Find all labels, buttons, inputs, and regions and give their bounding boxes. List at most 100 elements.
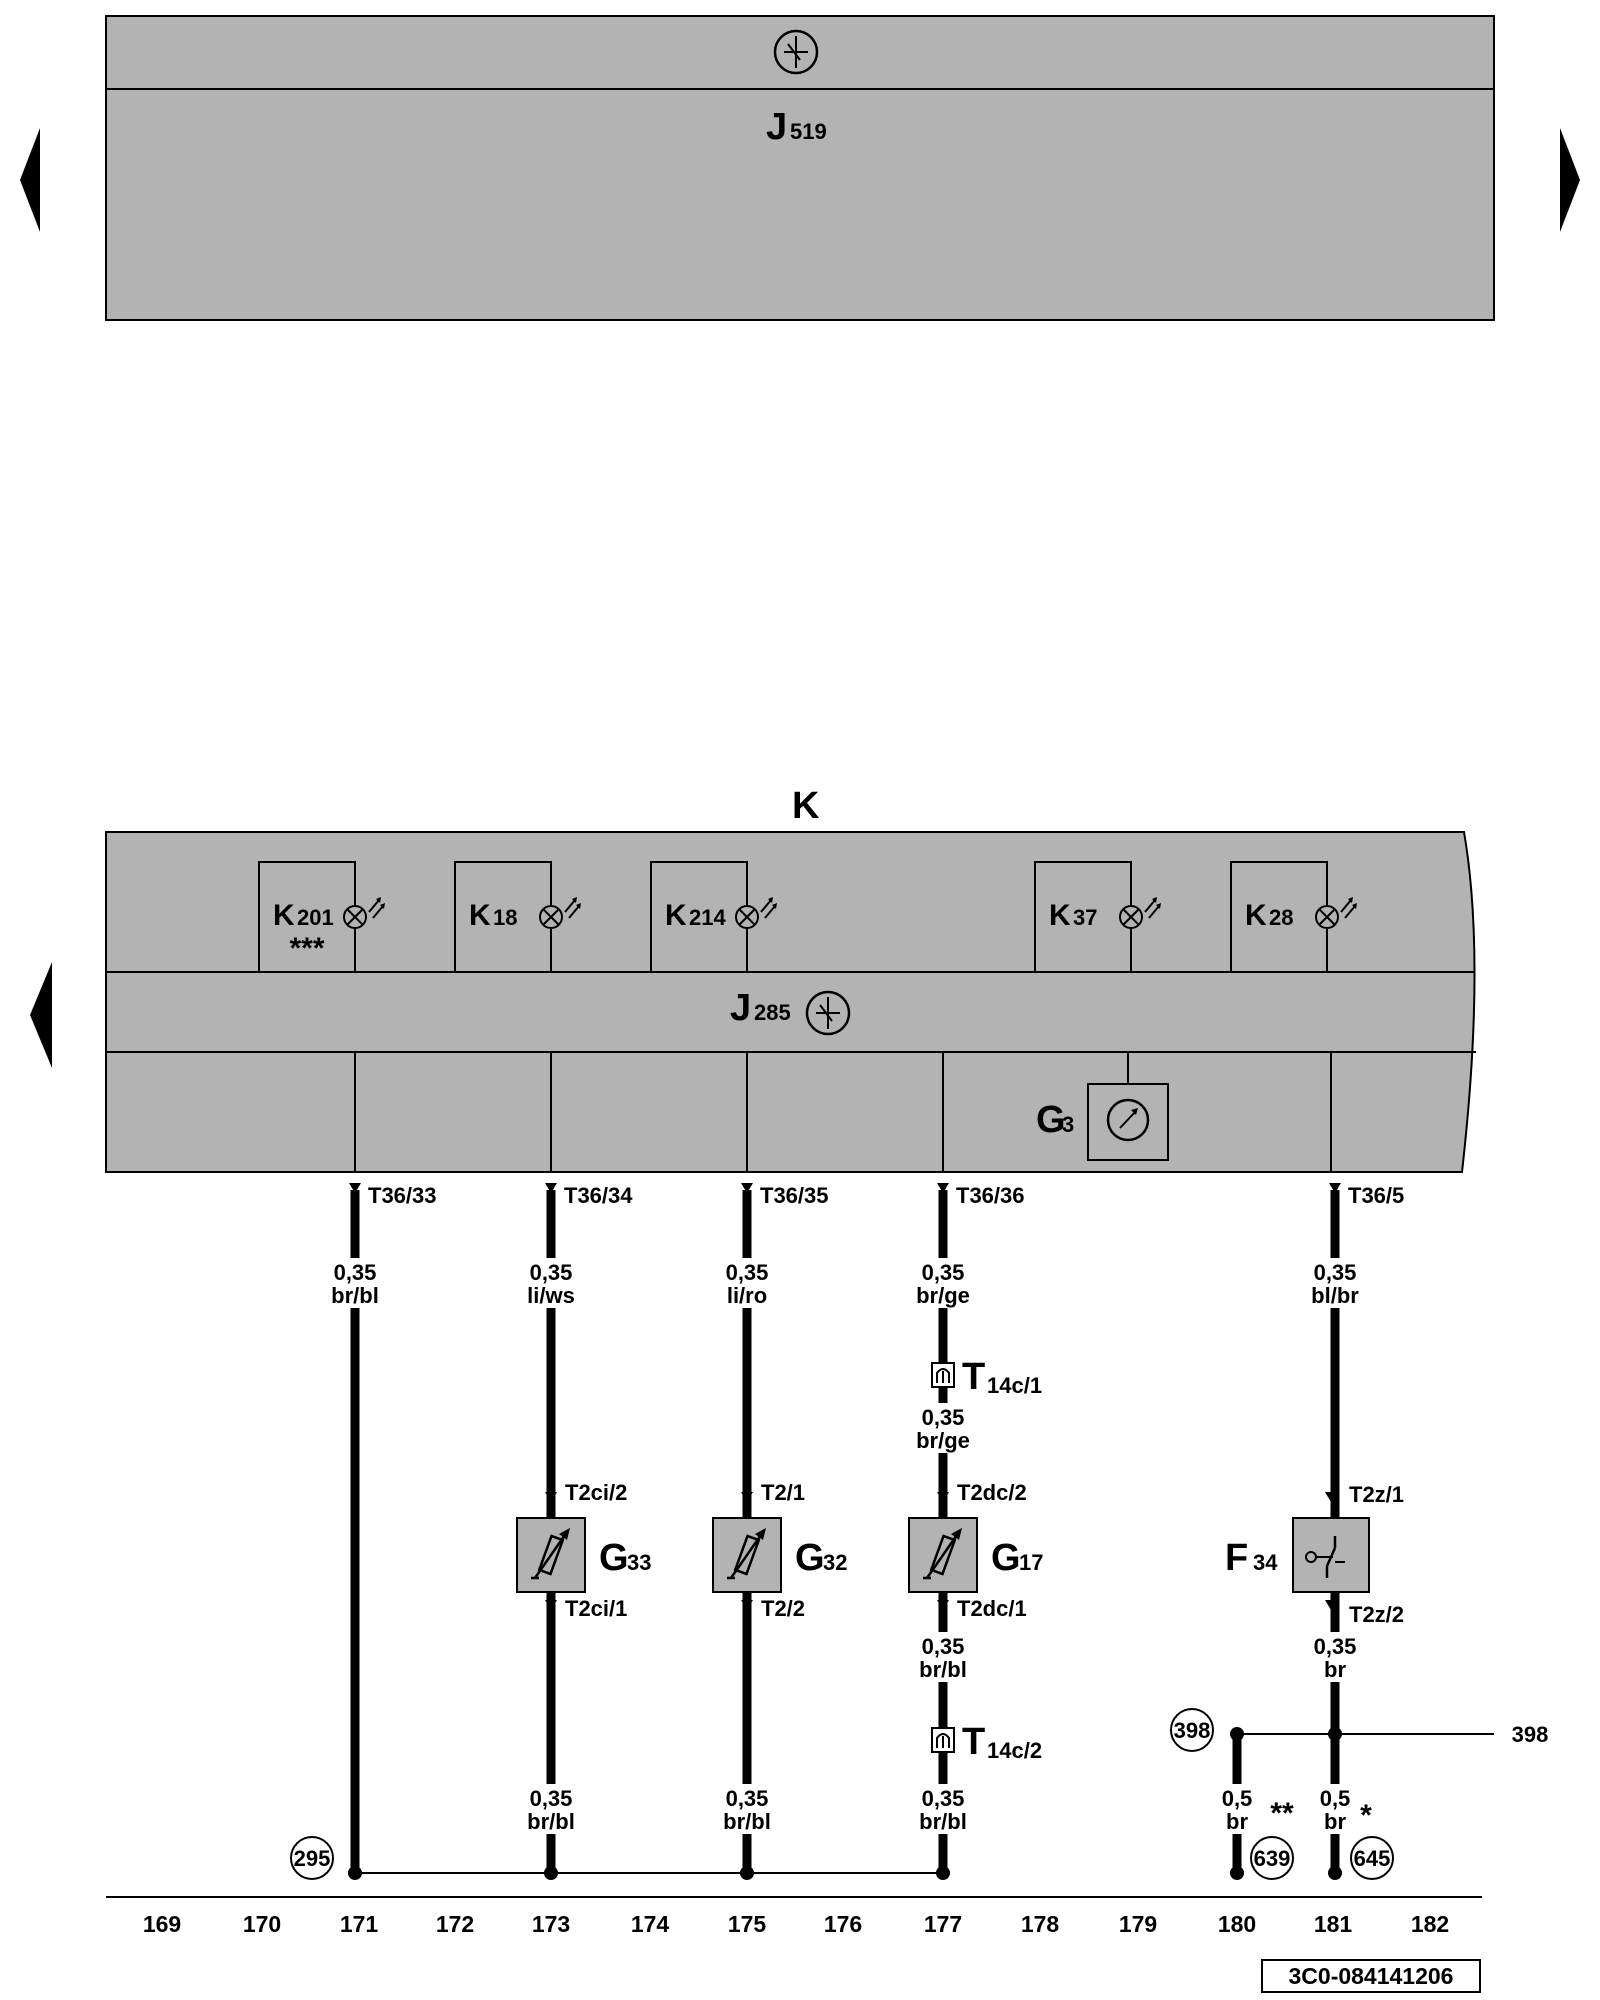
sender-number: 33	[627, 1550, 651, 1575]
pin-label: T36/35	[760, 1183, 829, 1208]
variable-resistor-sender-icon	[531, 1528, 570, 1580]
j285-letter: J	[730, 987, 751, 1029]
j519-letter: J	[766, 106, 787, 148]
g3-letter: G	[1036, 1099, 1066, 1141]
j519-number: 519	[790, 119, 827, 144]
lamp-number: 18	[493, 905, 517, 930]
lamp-letter: K	[273, 899, 295, 932]
wire-size-label: 0,35	[922, 1260, 965, 1285]
j285-control-unit-icon	[805, 990, 851, 1036]
lamp-number: 201	[297, 905, 334, 930]
lamp-number: 214	[689, 905, 726, 930]
column-number: 177	[924, 1911, 962, 1937]
wire-size-label: 0,5	[1222, 1786, 1253, 1811]
wire-size-label: 0,35	[1314, 1634, 1357, 1659]
gauge-icon	[1106, 1098, 1150, 1142]
pin-label: T36/33	[368, 1183, 437, 1208]
wire-color-label: br	[1226, 1809, 1248, 1834]
ref-645[interactable]: 645	[1350, 1836, 1394, 1880]
column-number: 178	[1021, 1911, 1060, 1937]
connector-code: 14c/2	[987, 1738, 1042, 1763]
nav-left-arrow-lower-icon[interactable]	[30, 962, 52, 1068]
wire-size-label: 0,35	[726, 1260, 769, 1285]
warning-lamp-icon	[735, 897, 777, 929]
wire-color-label: br	[1324, 1809, 1346, 1834]
nav-right-arrow-icon[interactable]	[1560, 128, 1580, 232]
wire-size-label: 0,35	[530, 1260, 573, 1285]
junction-dot	[1230, 1866, 1244, 1880]
node-398-continue[interactable]: 398	[1512, 1722, 1549, 1747]
lamp-letter: K	[469, 899, 491, 932]
wire-color-label: br/ge	[916, 1283, 970, 1308]
cluster-label: K	[792, 785, 820, 827]
note-180: **	[1270, 1797, 1294, 1830]
switch-icon	[1305, 1536, 1345, 1578]
nav-left-arrow-icon[interactable]	[20, 128, 40, 232]
ref-295[interactable]: 295	[290, 1836, 334, 1880]
column-number: 174	[631, 1911, 670, 1937]
sender-letter: G	[991, 1537, 1021, 1579]
wire-size-label: 0,35	[334, 1260, 377, 1285]
junction-dot	[1328, 1866, 1342, 1880]
switch-letter: F	[1225, 1537, 1248, 1579]
control-unit-symbol-icon	[773, 29, 819, 75]
warning-lamp-icon	[539, 897, 581, 929]
wire-color-label: br/bl	[331, 1283, 379, 1308]
sender-pin-bottom: T2dc/1	[957, 1596, 1027, 1621]
wire-color-label: li/ro	[727, 1283, 767, 1308]
column-number: 169	[143, 1911, 181, 1937]
column-number: 172	[436, 1911, 474, 1937]
wire-size-label: 0,35	[530, 1786, 573, 1811]
lamp-note: ***	[289, 932, 324, 965]
junction-dot	[544, 1866, 558, 1880]
column-number: 173	[532, 1911, 570, 1937]
warning-lamp-icon	[1315, 897, 1357, 929]
wire-group: T36/330,35br/blT36/340,35li/wsT36/350,35…	[325, 1183, 1404, 1880]
wire-size-label: 0,35	[922, 1786, 965, 1811]
ref-639[interactable]: 639	[1250, 1836, 1294, 1880]
connector-code: 14c/1	[987, 1373, 1042, 1398]
wire-color-label: br	[1324, 1657, 1346, 1682]
sender-pin-top: T2dc/2	[957, 1480, 1027, 1505]
sender-pin-bottom: T2ci/1	[565, 1596, 627, 1621]
wire-color-label: br/ge	[916, 1428, 970, 1453]
wire-size-label: 0,35	[726, 1786, 769, 1811]
column-number: 176	[824, 1911, 862, 1937]
connector-letter: T	[962, 1721, 985, 1763]
pin-label: T36/34	[564, 1183, 633, 1208]
bus-dots	[348, 1866, 950, 1880]
wire-color-label: br/bl	[919, 1657, 967, 1682]
ref-398[interactable]: 398	[1170, 1708, 1214, 1752]
g3-gauge-box	[1087, 1083, 1169, 1161]
pin-arrow	[937, 1183, 949, 1193]
pin-arrow	[545, 1183, 557, 1193]
lamp-number: 37	[1073, 905, 1097, 930]
note-181: *	[1360, 1799, 1372, 1832]
warning-lamp-icon	[1119, 897, 1161, 929]
pin-label: T36/36	[956, 1183, 1025, 1208]
connector-icon	[936, 1368, 950, 1383]
pin-arrow	[1329, 1183, 1341, 1193]
warning-lamp-icon	[343, 897, 385, 929]
sender-pin-top: T2ci/2	[565, 1480, 627, 1505]
wire-color-label: br/bl	[919, 1809, 967, 1834]
switch-pin-top: T2z/1	[1349, 1482, 1404, 1507]
wire-size-label: 0,35	[922, 1634, 965, 1659]
ref-639-label: 639	[1254, 1846, 1291, 1871]
wire-color-label: br/bl	[527, 1809, 575, 1834]
sender-number: 17	[1019, 1550, 1043, 1575]
wire-size-label: 0,5	[1320, 1786, 1351, 1811]
column-number: 182	[1411, 1911, 1449, 1937]
switch-pin-bottom: T2z/2	[1349, 1602, 1404, 1627]
g3-number: 3	[1062, 1112, 1074, 1137]
